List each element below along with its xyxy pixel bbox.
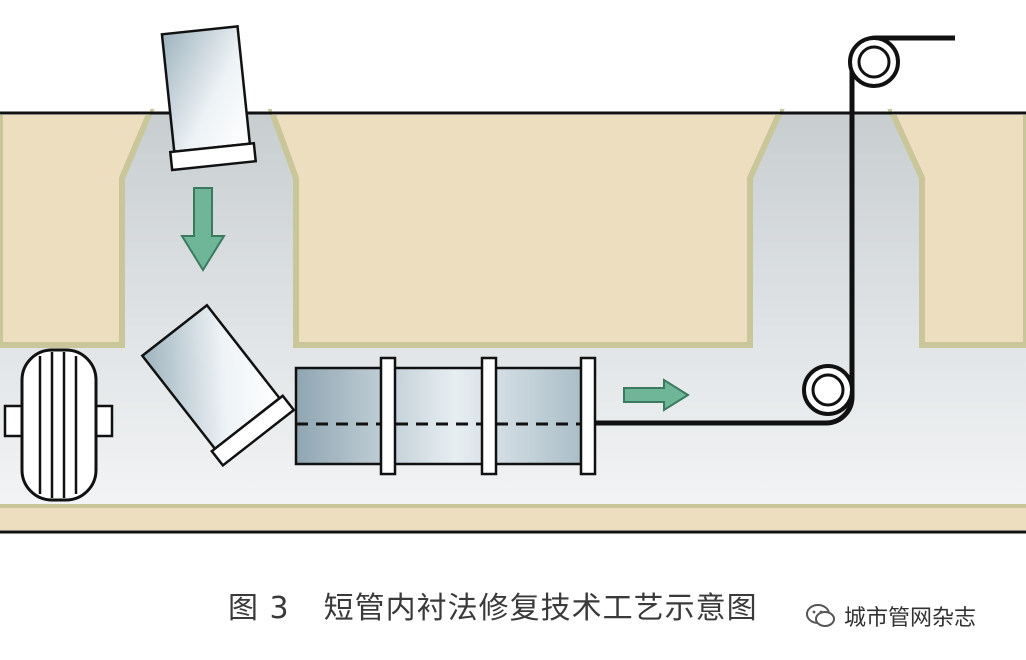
pulley-upper — [848, 36, 900, 88]
winch-drum — [3, 348, 114, 502]
liner-pipe-assembled — [294, 356, 597, 476]
pipe-segment-lowering — [160, 24, 258, 172]
pipe-joint — [480, 356, 498, 476]
pulley-lower — [802, 364, 854, 416]
pipe-joint — [579, 356, 597, 476]
right-arrow-icon — [623, 378, 690, 412]
wechat-icon — [806, 604, 835, 627]
pipe-bottom-wall — [0, 506, 1026, 530]
pipe-segment-rotating — [140, 303, 296, 468]
figure-number: 图 3 — [228, 591, 290, 626]
pipe-joint — [379, 356, 397, 476]
down-arrow-icon — [180, 187, 226, 272]
soil-block-middle — [267, 109, 785, 348]
watermark: 城市管网杂志 — [806, 600, 976, 632]
figure-title: 短管内衬法修复技术工艺示意图 — [323, 591, 758, 626]
watermark-text: 城市管网杂志 — [844, 606, 977, 631]
figure-caption: 图 3 短管内衬法修复技术工艺示意图 — [228, 583, 758, 627]
